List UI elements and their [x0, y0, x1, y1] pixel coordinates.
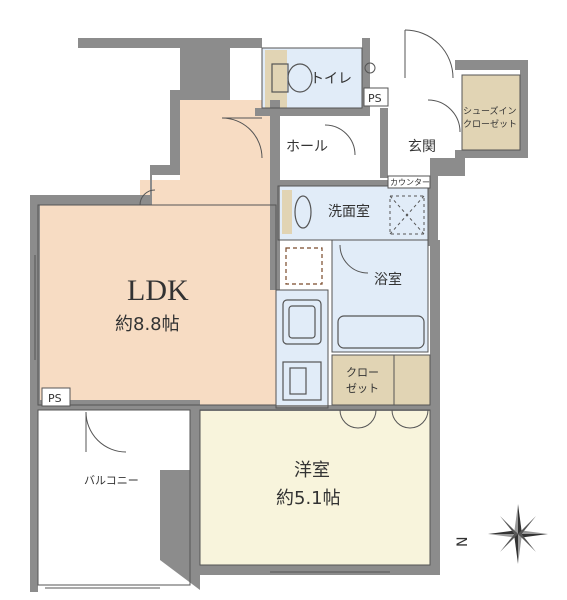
compass-icon — [488, 504, 548, 564]
hall-label: ホール — [286, 139, 328, 155]
shoe-closet-label-2: クローゼット — [463, 118, 517, 130]
door-swings — [85, 29, 461, 453]
balcony-label: バルコニー — [84, 474, 139, 487]
closet-label-1: クロー — [346, 366, 379, 379]
stove-icon — [282, 361, 322, 401]
shoe-closet-label-1: シューズイン — [463, 105, 517, 117]
upper-left-wedge — [180, 40, 230, 100]
ldk-floor — [38, 205, 276, 405]
shoe-closet-floor — [462, 75, 522, 155]
lower-left-wedge — [160, 470, 200, 590]
counter-label: カウンター — [390, 178, 430, 187]
windows — [34, 255, 390, 589]
ldk-label: LDK — [127, 274, 189, 307]
counter-box — [387, 175, 431, 189]
ldk-floor-upper — [180, 100, 276, 205]
fridge-space — [285, 247, 323, 285]
bath-label: 浴室 — [374, 271, 402, 288]
ps-top-box — [363, 87, 389, 107]
outlines — [37, 47, 521, 586]
kitchen-sink-icon — [282, 299, 322, 345]
washroom-label: 洗面室 — [328, 203, 370, 220]
washer-space-icon — [389, 195, 425, 235]
western-floor — [200, 410, 430, 565]
kitchen-floor — [276, 290, 328, 408]
ldk-area-label: 約8.8帖 — [115, 314, 180, 335]
entrance-label: 玄関 — [408, 138, 436, 155]
washbasin-icon — [282, 190, 312, 234]
western-area-label: 約5.1帖 — [276, 488, 341, 509]
closet-floor — [332, 355, 430, 407]
closet-label-2: ゼット — [346, 382, 379, 395]
toilet-sink-icon — [364, 62, 376, 74]
bathtub-icon — [337, 315, 425, 349]
ps-top-label: PS — [368, 92, 382, 105]
compass-north-label: N — [455, 537, 471, 547]
toilet-icon — [271, 63, 313, 93]
ps-left-box — [41, 387, 71, 407]
toilet-label: トイレ — [310, 71, 352, 87]
ps-left-label: PS — [48, 392, 62, 405]
bath-floor — [332, 240, 428, 352]
toilet-shelf — [265, 50, 287, 108]
western-label: 洋室 — [294, 460, 330, 481]
